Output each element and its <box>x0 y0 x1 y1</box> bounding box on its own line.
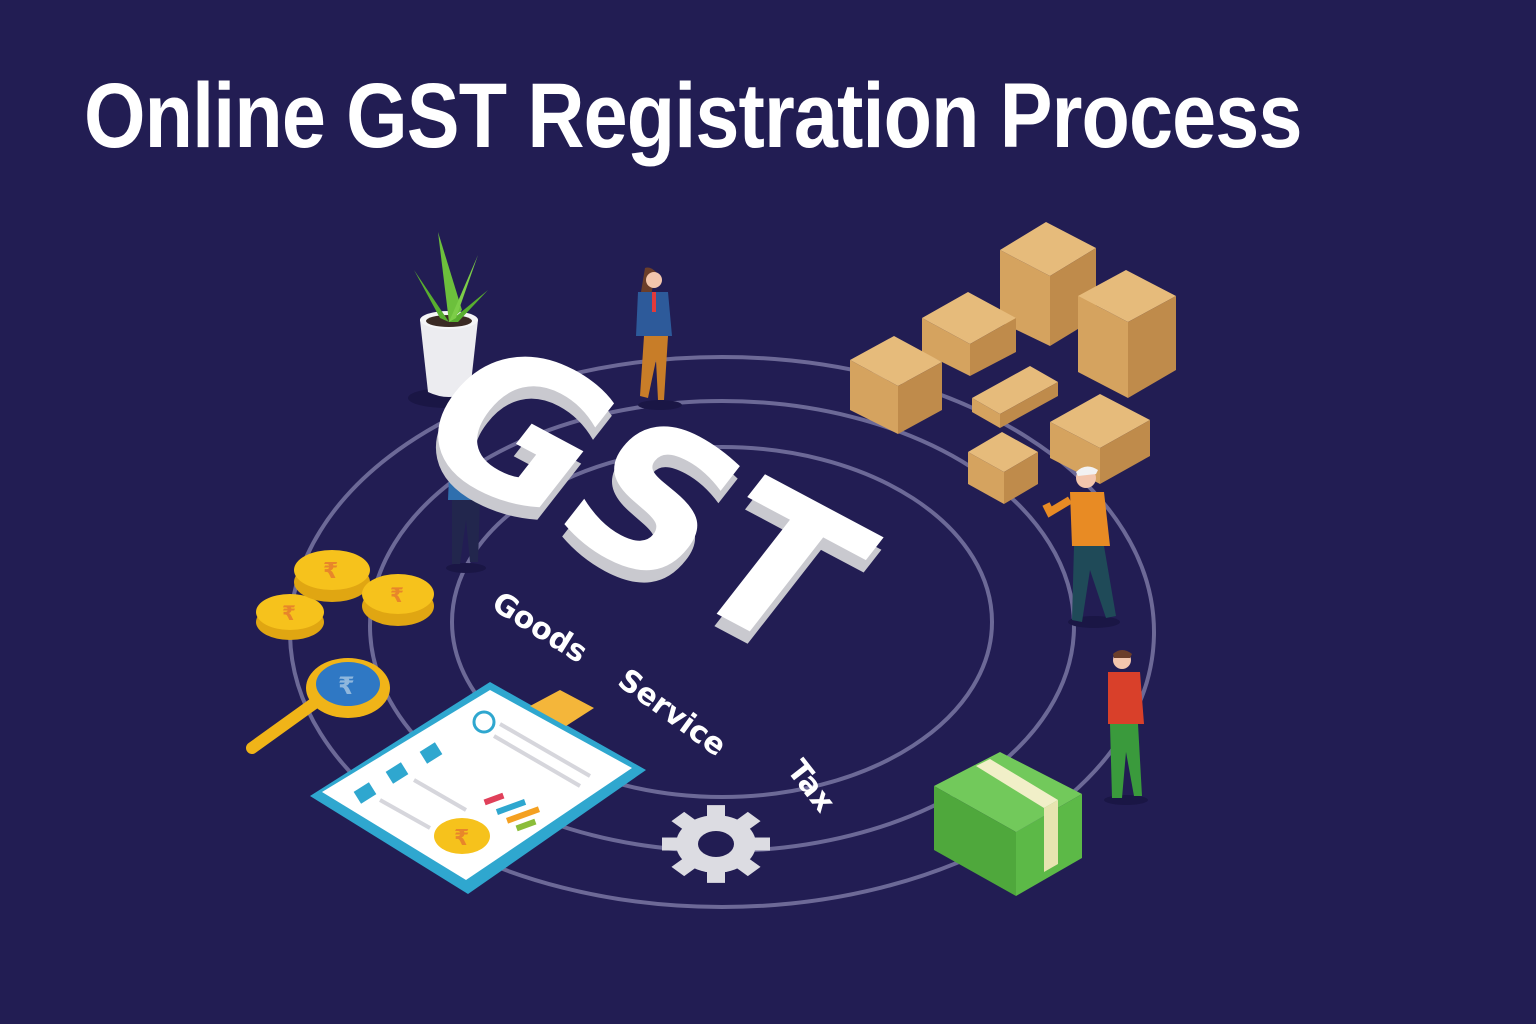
man-with-phone-figure <box>1104 650 1148 805</box>
svg-text:₹: ₹ <box>323 558 338 583</box>
cash-stack-icon <box>934 752 1082 896</box>
gear-icon <box>662 805 770 883</box>
page-title: Online GST Registration Process <box>84 65 1302 167</box>
woman-walking-figure <box>636 267 682 410</box>
svg-text:₹: ₹ <box>338 673 355 700</box>
svg-text:₹: ₹ <box>454 825 469 850</box>
cardboard-boxes-icon <box>850 222 1176 504</box>
older-man-with-phone-figure <box>1042 466 1120 628</box>
plant-pot-icon <box>408 232 488 408</box>
rupee-coins-icon: ₹ ₹ ₹ <box>256 550 434 640</box>
svg-text:₹: ₹ <box>390 585 404 607</box>
clipboard-report-icon: ₹ <box>310 682 646 894</box>
businessman-figure <box>446 431 486 573</box>
svg-text:₹: ₹ <box>282 603 296 625</box>
magnifier-rupee-icon: ₹ <box>246 658 390 754</box>
label-tax: Tax <box>780 753 842 819</box>
